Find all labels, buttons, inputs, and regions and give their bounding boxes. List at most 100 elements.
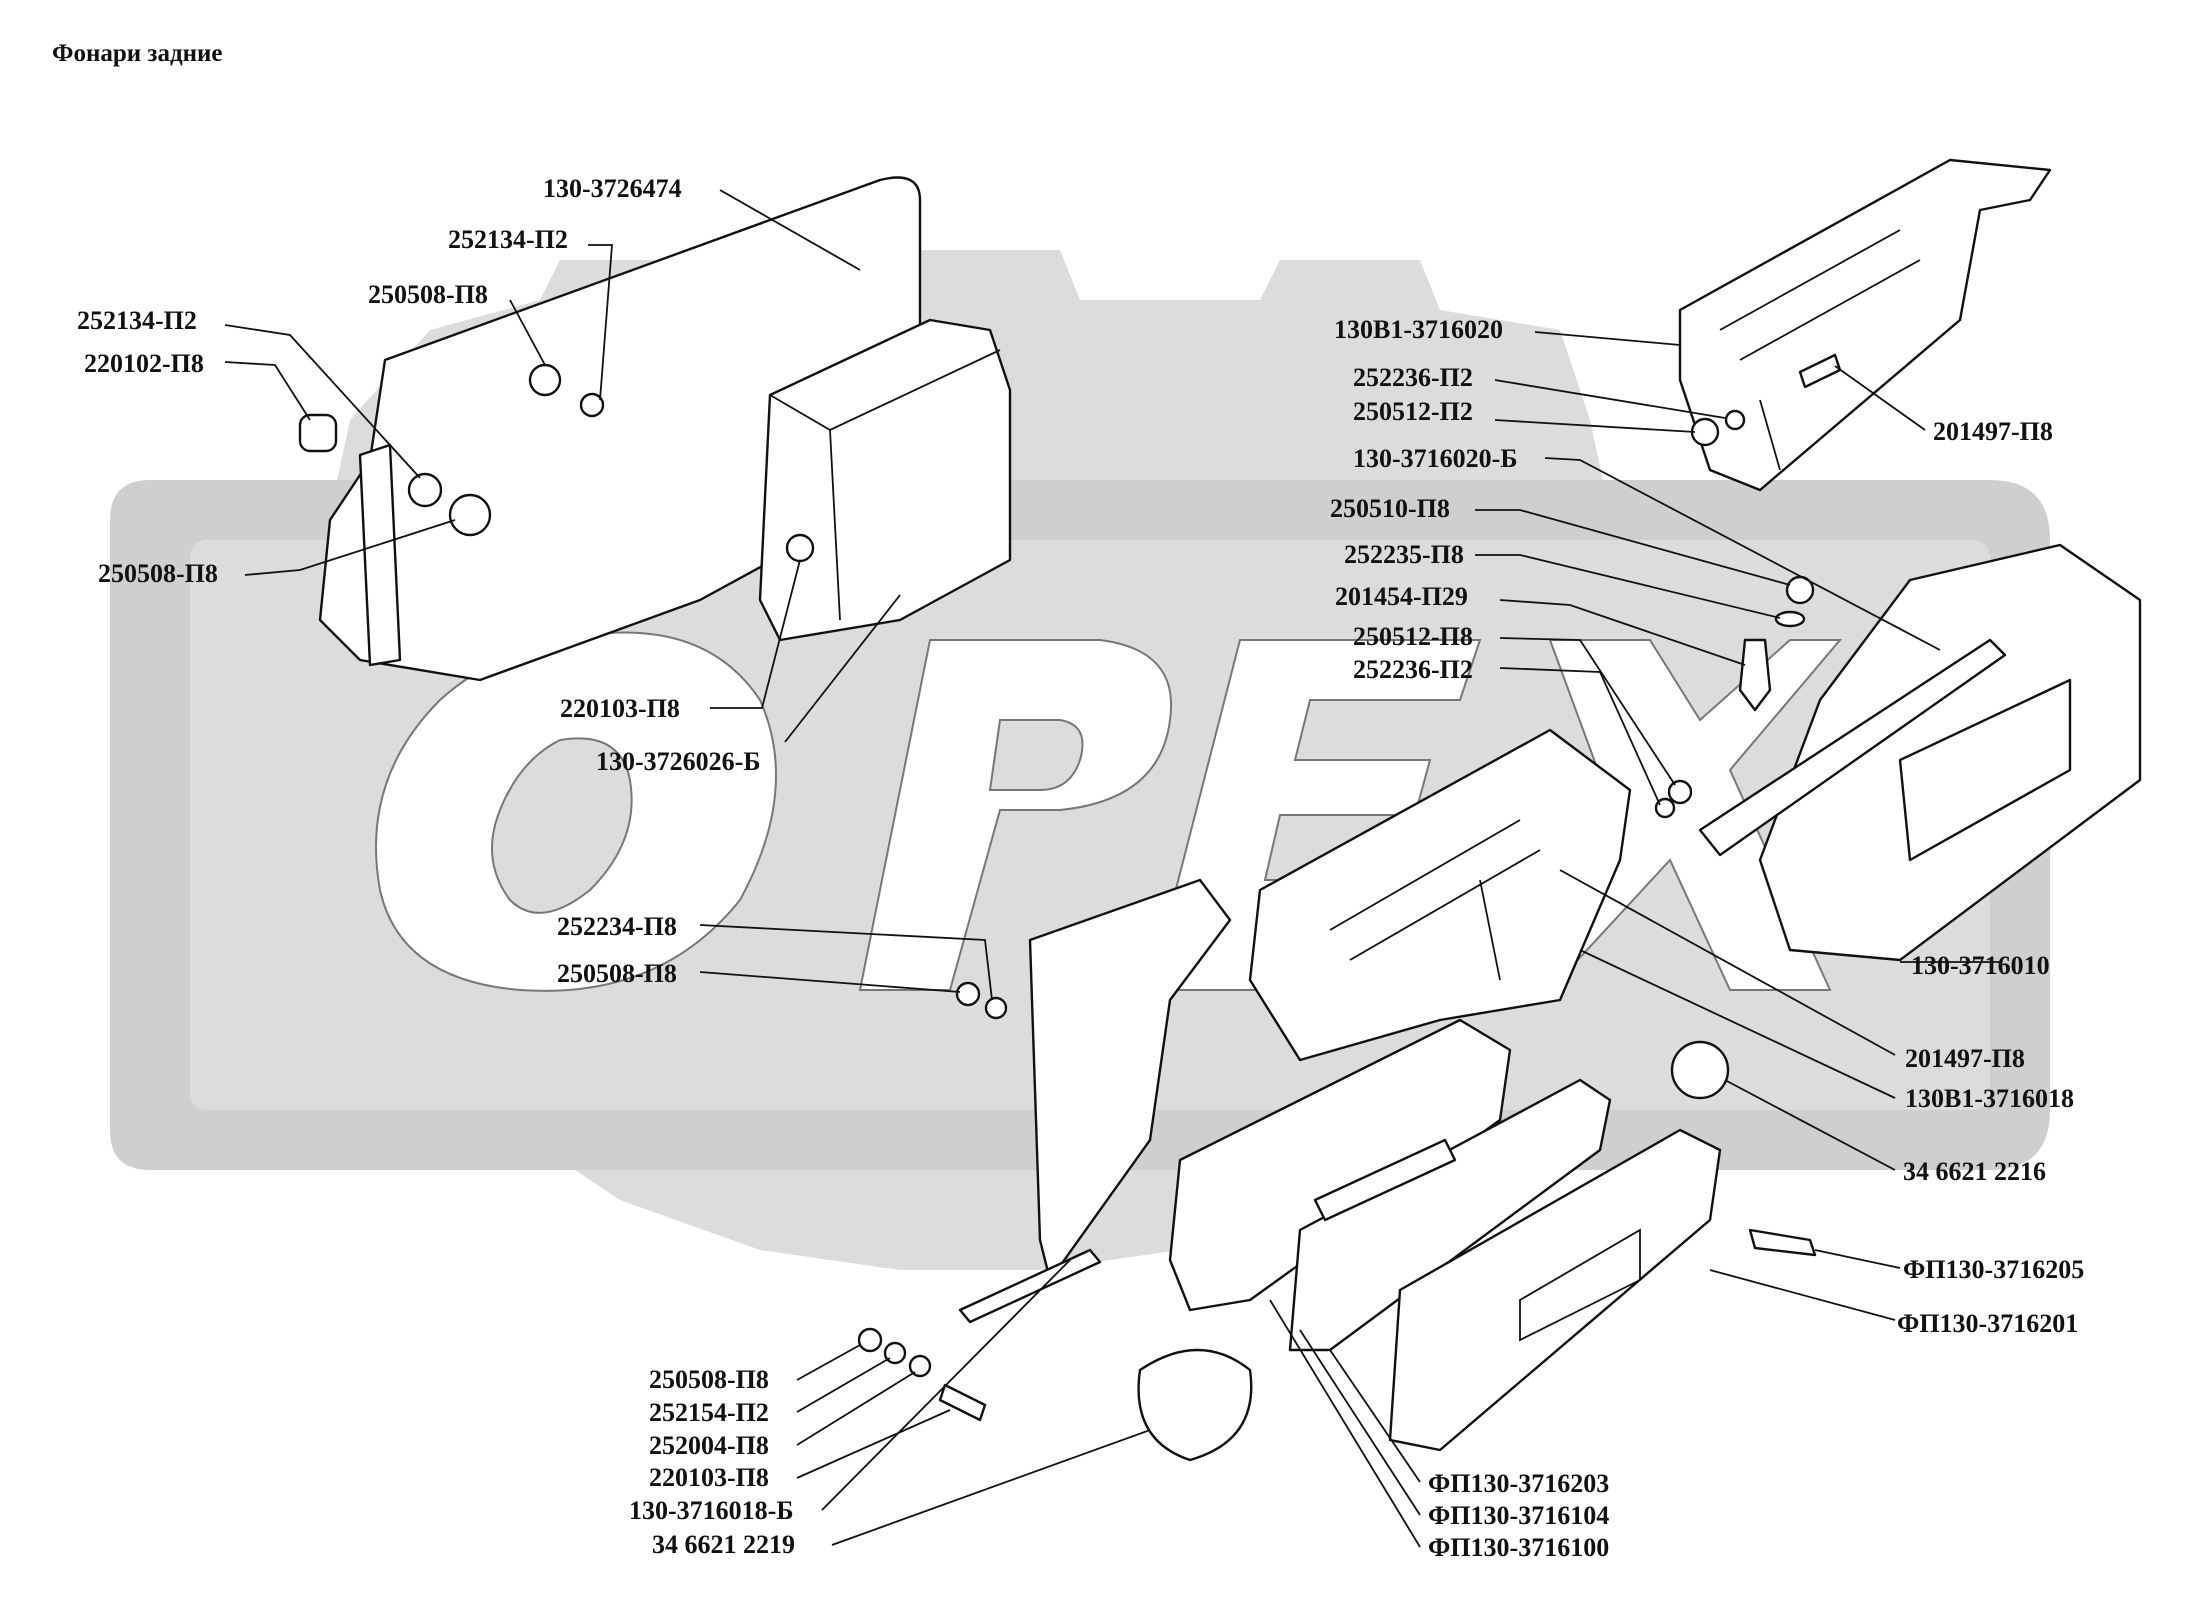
washer-252234-p8 bbox=[984, 996, 1008, 1020]
leader-252234-p8 bbox=[699, 924, 993, 1001]
bracket-130v1-3716018 bbox=[1248, 728, 1632, 1062]
leader-252134-p2-a bbox=[588, 244, 613, 401]
leader-fp130-3716201 bbox=[1709, 1269, 1896, 1321]
leader-250510-p8 bbox=[1475, 509, 1791, 586]
washer-252235-p8 bbox=[1774, 610, 1806, 628]
label-34-6621-2219: 34 6621 2219 bbox=[652, 1530, 795, 1559]
nut-250512-p2 bbox=[1690, 417, 1720, 447]
page-title: Фонари задние bbox=[52, 40, 223, 67]
label-130-3726026-b: 130-3726026-Б bbox=[596, 747, 761, 776]
label-220103-p8-a: 220103-П8 bbox=[560, 694, 680, 723]
leader-220102-p8 bbox=[224, 361, 311, 421]
leader-130-3716020-b bbox=[1544, 457, 1941, 651]
leader-201454-p29 bbox=[1499, 599, 1746, 666]
label-201497-p8-a: 201497-П8 bbox=[1933, 417, 2053, 446]
lamp-housing-ridge bbox=[769, 349, 1001, 621]
label-130-3726474: 130-3726474 bbox=[543, 174, 682, 203]
label-201454-p29: 201454-П29 bbox=[1335, 582, 1468, 611]
leader-252004-p8 bbox=[796, 1371, 916, 1446]
nut-250508-p8-b bbox=[448, 493, 492, 537]
nut-250512-p8 bbox=[1667, 779, 1693, 805]
leader-250508-p8-d bbox=[796, 1344, 861, 1381]
label-250508-p8-a: 250508-П8 bbox=[368, 280, 488, 309]
label-130-3716018-b: 130-3716018-Б bbox=[629, 1496, 794, 1525]
label-250512-p2: 250512-П2 bbox=[1353, 397, 1473, 426]
leader-fp130-3716104 bbox=[1299, 1329, 1421, 1516]
leader-252236-p2-b bbox=[1499, 667, 1661, 806]
leader-220103-p8-b bbox=[796, 1409, 951, 1479]
leader-252154-p2 bbox=[796, 1357, 891, 1413]
lens-window bbox=[1519, 1228, 1641, 1342]
right-lamp-assembly bbox=[1654, 543, 2142, 962]
bracket-ribs-upper-right bbox=[1719, 229, 1921, 471]
label-250508-p8-b: 250508-П8 bbox=[98, 559, 218, 588]
watermark-letter-p bbox=[858, 639, 1173, 991]
washer-252004-p8 bbox=[908, 1354, 932, 1378]
label-252234-p8: 252234-П8 bbox=[557, 912, 677, 941]
label-252004-p8: 252004-П8 bbox=[649, 1431, 769, 1460]
label-201497-p8-b: 201497-П8 bbox=[1905, 1044, 2025, 1073]
label-220103-p8-b: 220103-П8 bbox=[649, 1463, 769, 1492]
label-252235-p8: 252235-П8 bbox=[1344, 540, 1464, 569]
nut-250508-p8-a bbox=[528, 363, 562, 397]
bracket-130-3716018-b bbox=[1028, 878, 1232, 1282]
leader-fp130-3716100 bbox=[1269, 1299, 1421, 1548]
washer-252134-p2-a bbox=[579, 392, 605, 418]
leader-252134-p2-b bbox=[224, 324, 421, 479]
screw-220103-p8-a bbox=[785, 533, 815, 563]
leader-130v1-3716018 bbox=[1579, 949, 1896, 1099]
leader-252235-p8 bbox=[1475, 554, 1781, 619]
bulb-34-6621-2219 bbox=[1137, 1348, 1253, 1462]
bolt-220102-p8 bbox=[298, 413, 338, 453]
label-fp130-3716104: ФП130-3716104 bbox=[1428, 1501, 1609, 1530]
label-250508-p8-d: 250508-П8 bbox=[649, 1365, 769, 1394]
leader-fp130-3716203 bbox=[1329, 1349, 1421, 1483]
label-250510-p8: 250510-П8 bbox=[1330, 494, 1450, 523]
strip-130-3716018-b bbox=[958, 1248, 1102, 1324]
centre-lamp-assembly bbox=[857, 728, 1817, 1462]
leader-250512-p8 bbox=[1499, 637, 1676, 786]
leader-201497-p8-a bbox=[1834, 365, 1926, 431]
leader-130v1-3716020 bbox=[1534, 331, 1681, 346]
label-130v1-3716018: 130В1-3716018 bbox=[1905, 1084, 2074, 1113]
lamp-housing-upper-left bbox=[758, 318, 1012, 642]
reflector-fp130-3716203 bbox=[1313, 1138, 1457, 1222]
washer-252236-p2-b bbox=[1654, 797, 1676, 819]
bracket-flange-left bbox=[358, 443, 402, 667]
lamp-lens-right bbox=[1898, 678, 2072, 862]
label-130v1-3716020: 130В1-3716020 bbox=[1334, 315, 1503, 344]
label-250508-p8-c: 250508-П8 bbox=[557, 959, 677, 988]
label-220102-p8: 220102-П8 bbox=[84, 349, 204, 378]
watermark-letter-o bbox=[375, 631, 777, 992]
leader-250508-p8-b bbox=[244, 519, 456, 576]
leader-130-3726474 bbox=[719, 189, 861, 271]
leader-130-3726026-b bbox=[784, 594, 901, 743]
leader-130-3716018-b bbox=[821, 1259, 1071, 1511]
label-fp130-3716205: ФП130-3716205 bbox=[1903, 1255, 2084, 1284]
leader-250512-p2 bbox=[1494, 419, 1696, 433]
leader-fp130-3716205 bbox=[1814, 1249, 1901, 1269]
lens-fp130-3716201 bbox=[1388, 1128, 1722, 1452]
washer-252134-p2-b bbox=[407, 472, 443, 508]
washer-252236-p2-a bbox=[1724, 409, 1746, 431]
label-34-6621-2216: 34 6621 2216 bbox=[1903, 1157, 2046, 1186]
leader-34-6621-2219 bbox=[831, 1429, 1151, 1546]
leader-250508-p8-a bbox=[509, 299, 546, 366]
screw-fp130-3716205 bbox=[1748, 1228, 1817, 1257]
leader-250508-p8-c bbox=[699, 971, 961, 993]
nut-250508-p8-d bbox=[857, 1327, 883, 1353]
label-252134-p2-a: 252134-П2 bbox=[448, 225, 568, 254]
bolt-201454-p29 bbox=[1738, 638, 1772, 712]
leader-252236-p2-a bbox=[1494, 379, 1726, 419]
upper-right-bracket-assembly bbox=[1678, 158, 2052, 492]
leader-201497-p8-b bbox=[1559, 869, 1896, 1056]
label-fp130-3716203: ФП130-3716203 bbox=[1428, 1469, 1609, 1498]
nut-250508-p8-c bbox=[955, 981, 981, 1007]
gasket-fp130-3716104 bbox=[1288, 1078, 1612, 1352]
bulb-34-6621-2216 bbox=[1670, 1040, 1730, 1100]
leader-lines bbox=[224, 189, 2000, 1548]
leader-220103-p8-a bbox=[710, 559, 801, 709]
leader-34-6621-2216 bbox=[1724, 1079, 1896, 1171]
